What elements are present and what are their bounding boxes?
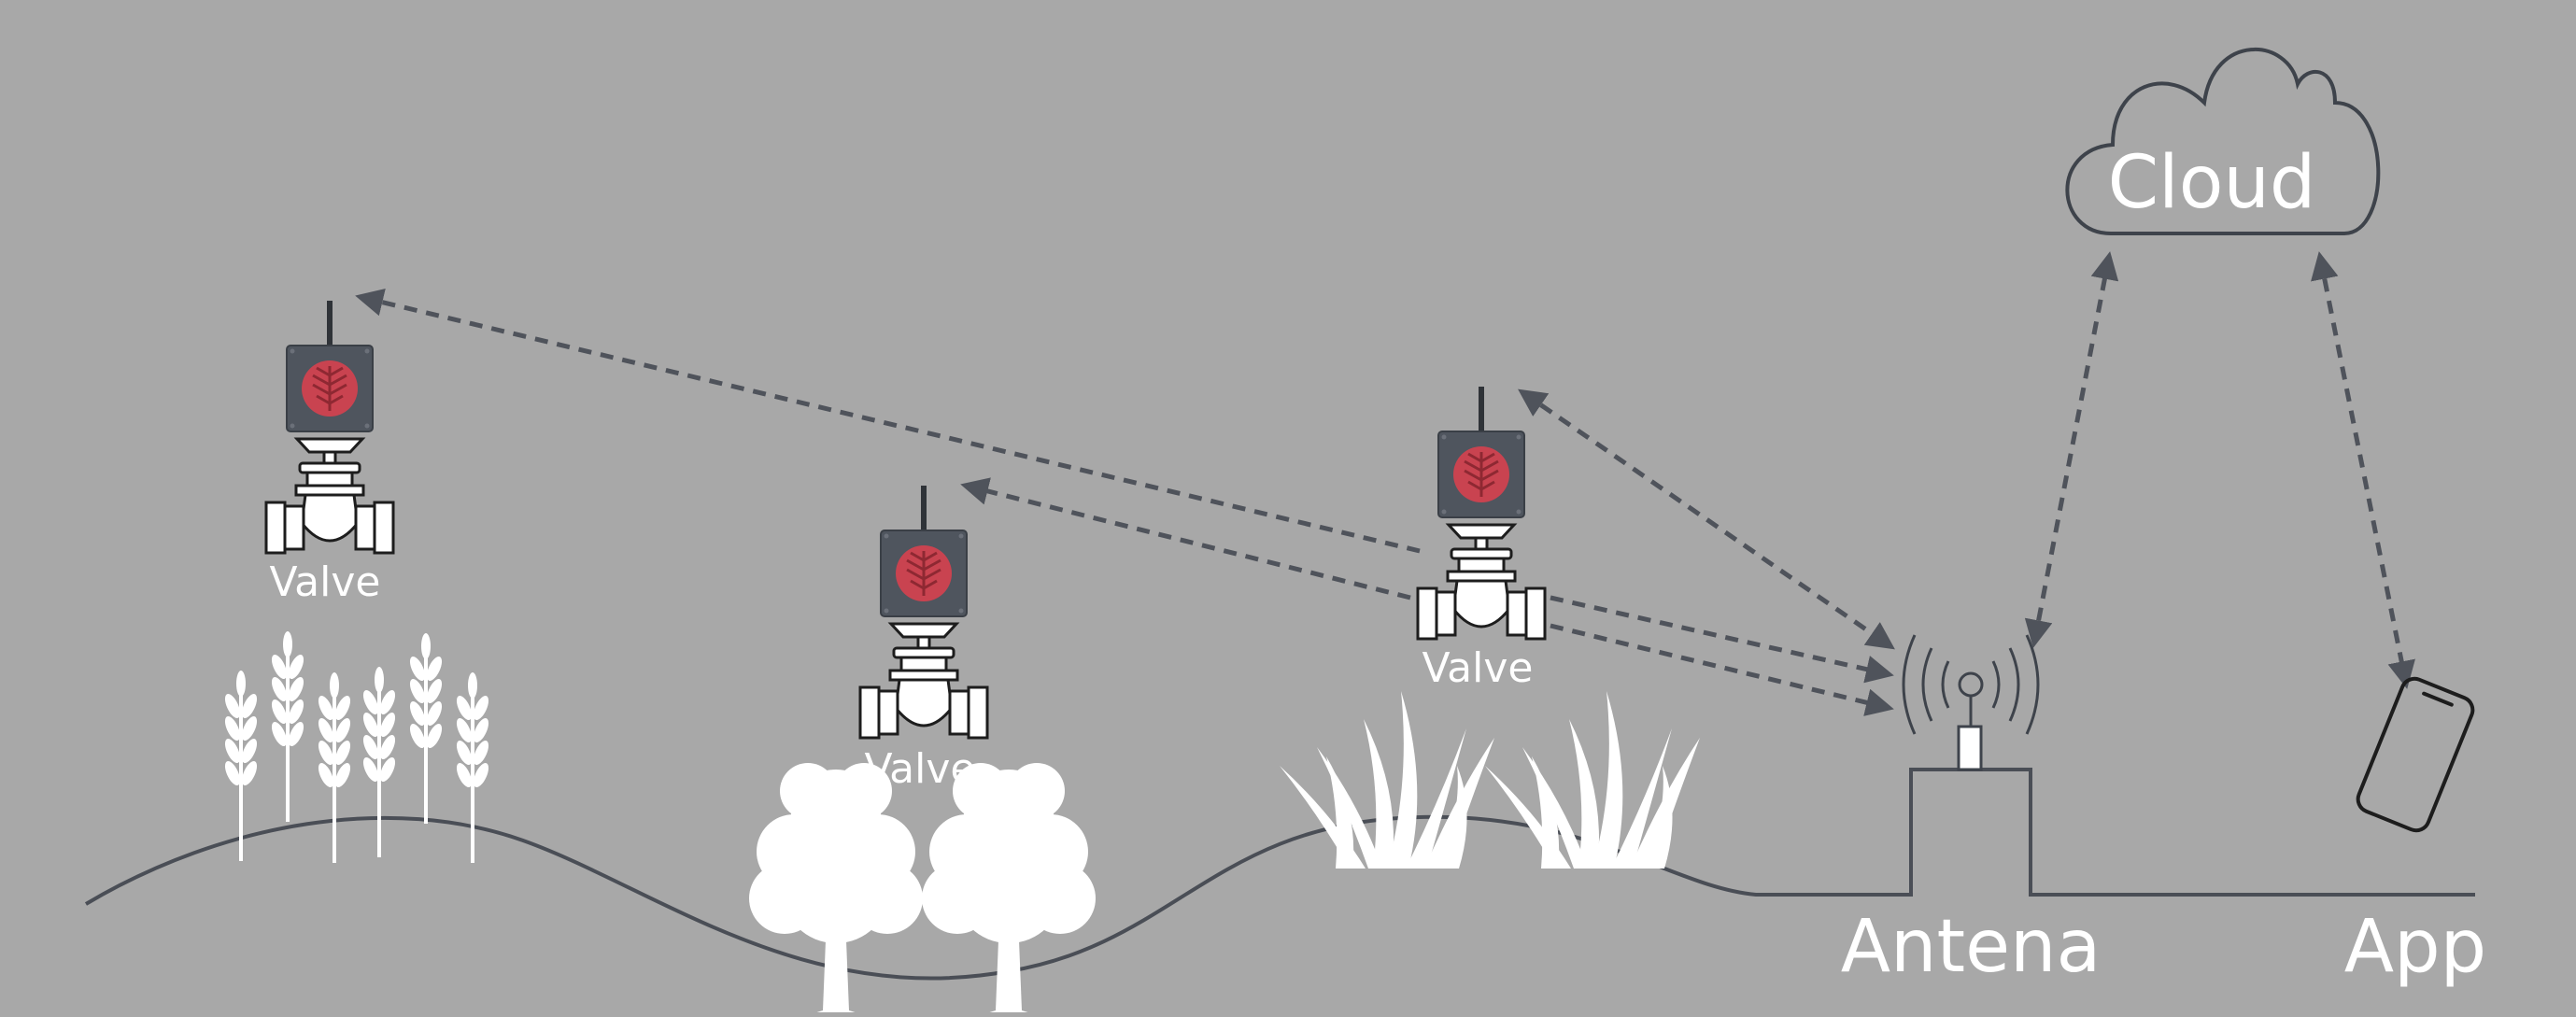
irrigation-controller-icon [285,299,375,433]
cloud-icon: Cloud [2065,47,2381,235]
valve-label-1: Valve [270,558,381,606]
app-label: App [2344,905,2486,989]
valve-station-1: Valve [264,299,395,606]
smartphone-icon [2356,676,2475,833]
radio-antenna-icon [1902,634,2040,771]
connection-v1-antena [1550,623,1894,716]
connection-v3-v1 [355,289,1421,554]
gate-valve-icon [1416,523,1547,641]
valve-label-2: Valve [865,745,976,793]
valve-station-2: Valve [858,484,989,793]
connection-v3-antena [1518,388,1895,650]
irrigation-controller-icon [1437,385,1526,519]
wheat-icon [221,631,492,863]
irrigation-controller-icon [879,484,969,618]
connection-antena-cloud [2024,251,2119,648]
antena-label: Antena [1841,905,2102,989]
valve-station-3: Valve [1416,385,1547,692]
valve-label-3: Valve [1422,644,1534,692]
connection-v3-v2 [960,477,1411,600]
connections [355,251,2415,716]
tree-icon [749,763,1096,1017]
cloud-label: Cloud [2108,141,2316,225]
connection-v2-antena [1550,595,1894,684]
gate-valve-icon [858,622,989,740]
gate-valve-icon [264,437,395,555]
grass-icon [1280,691,1700,869]
ground-line [84,768,2475,981]
connection-cloud-app [2311,251,2415,689]
